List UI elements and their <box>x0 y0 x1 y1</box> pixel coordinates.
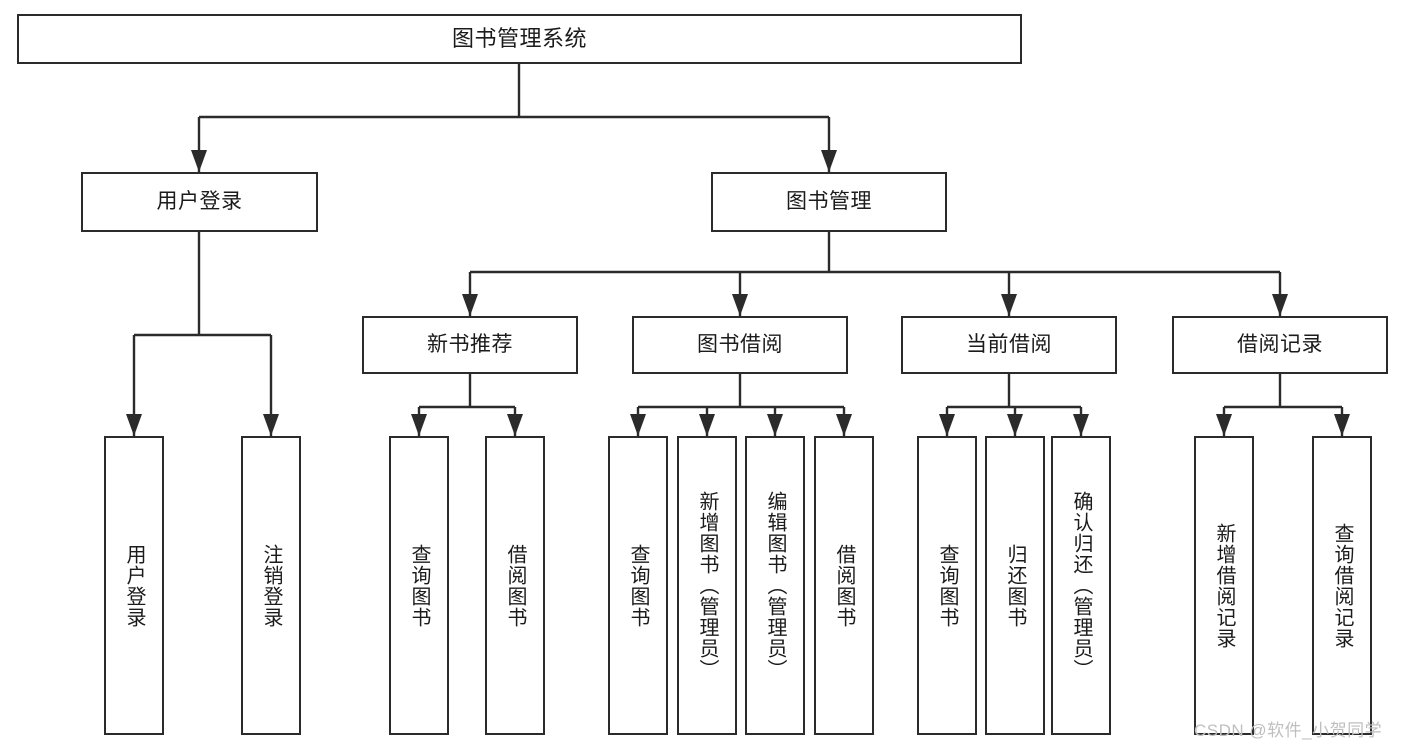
node-label: 新书推荐 <box>427 332 513 356</box>
arrow-head-book-manage-3 <box>1272 294 1288 316</box>
node-label: 借阅图书 <box>833 543 855 628</box>
node-leaf-user-logout[interactable]: 注销登录 <box>241 436 301 735</box>
node-leaf-confirm-return[interactable]: 确认归还（管理员） <box>1051 436 1111 735</box>
arrow-head-user-login-0 <box>126 414 142 436</box>
node-label: 图书管理系统 <box>451 26 587 52</box>
node-label: 新增图书（管理员） <box>696 491 718 680</box>
node-label: 查询图书 <box>408 543 430 628</box>
arrow-head-current-borrow-0 <box>939 414 955 436</box>
arrow-head-root-0 <box>191 150 207 172</box>
node-current-borrow[interactable]: 当前借阅 <box>901 316 1117 374</box>
arrow-head-root-1 <box>821 150 837 172</box>
node-label: 借阅图书 <box>504 543 526 628</box>
node-book-borrow[interactable]: 图书借阅 <box>632 316 848 374</box>
node-leaf-borrow-book-2[interactable]: 借阅图书 <box>814 436 874 735</box>
node-new-book-rec[interactable]: 新书推荐 <box>362 316 578 374</box>
arrow-head-borrow-record-1 <box>1334 414 1350 436</box>
node-label: 注销登录 <box>260 543 282 628</box>
arrow-head-new-book-rec-1 <box>507 414 523 436</box>
node-leaf-user-login[interactable]: 用户登录 <box>104 436 164 735</box>
node-root[interactable]: 图书管理系统 <box>17 14 1022 64</box>
node-label: 图书借阅 <box>697 332 783 356</box>
arrow-head-user-login-1 <box>263 414 279 436</box>
node-label: 查询图书 <box>627 543 649 628</box>
node-leaf-edit-book[interactable]: 编辑图书（管理员） <box>745 436 805 735</box>
arrow-head-book-borrow-1 <box>699 414 715 436</box>
node-user-login[interactable]: 用户登录 <box>81 172 318 232</box>
node-label: 用户登录 <box>156 189 243 213</box>
arrow-head-book-borrow-3 <box>836 414 852 436</box>
node-leaf-query-book-2[interactable]: 查询图书 <box>608 436 668 735</box>
node-label: 查询图书 <box>936 543 958 628</box>
node-label: 用户登录 <box>123 543 145 628</box>
node-leaf-query-record[interactable]: 查询借阅记录 <box>1312 436 1372 735</box>
arrow-head-current-borrow-2 <box>1073 414 1089 436</box>
node-label: 新增借阅记录 <box>1213 522 1235 649</box>
node-label: 确认归还（管理员） <box>1070 491 1092 680</box>
node-leaf-query-book-1[interactable]: 查询图书 <box>389 436 449 735</box>
arrow-head-book-borrow-2 <box>767 414 783 436</box>
arrow-head-book-manage-0 <box>462 294 478 316</box>
arrow-head-book-manage-2 <box>1001 294 1017 316</box>
node-borrow-record[interactable]: 借阅记录 <box>1172 316 1388 374</box>
node-leaf-add-book[interactable]: 新增图书（管理员） <box>677 436 737 735</box>
arrow-head-new-book-rec-0 <box>411 414 427 436</box>
arrow-head-borrow-record-0 <box>1216 414 1232 436</box>
node-leaf-borrow-book-1[interactable]: 借阅图书 <box>485 436 545 735</box>
node-label: 借阅记录 <box>1237 332 1323 356</box>
arrow-head-current-borrow-1 <box>1007 414 1023 436</box>
arrow-head-book-manage-1 <box>732 294 748 316</box>
node-leaf-return-book[interactable]: 归还图书 <box>985 436 1045 735</box>
node-book-manage[interactable]: 图书管理 <box>711 172 947 232</box>
arrow-head-book-borrow-0 <box>630 414 646 436</box>
node-leaf-add-record[interactable]: 新增借阅记录 <box>1194 436 1254 735</box>
node-label: 查询借阅记录 <box>1331 522 1353 649</box>
node-label: 图书管理 <box>786 189 872 213</box>
node-label: 归还图书 <box>1004 543 1026 628</box>
node-label: 编辑图书（管理员） <box>764 491 786 680</box>
node-label: 当前借阅 <box>966 332 1052 356</box>
node-leaf-query-book-3[interactable]: 查询图书 <box>917 436 977 735</box>
